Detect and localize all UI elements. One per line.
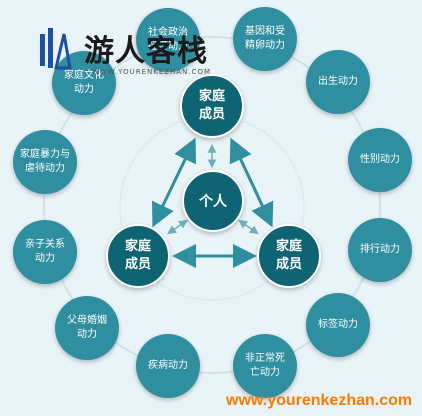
individual-node: 个人	[182, 170, 244, 232]
watermark-title: 游人客栈	[84, 34, 208, 69]
outer-node-label: 基因和受精卵动力	[245, 25, 285, 52]
outer-node-label: 家庭暴力与虐待动力	[20, 148, 70, 175]
family-member-left: 家庭成员	[106, 224, 170, 288]
outer-node-birth: 出生动力	[306, 50, 370, 114]
family-member-label: 家庭成员	[124, 239, 151, 272]
watermark-subtitle: WWW.YOURENKEZHAN.COM	[92, 68, 211, 76]
outer-node-label: 标签动力	[318, 318, 358, 330]
family-member-label: 家庭成员	[198, 89, 225, 122]
outer-node-label: 社会政治经济动力	[148, 26, 188, 53]
arrow-center-right	[238, 219, 259, 235]
family-member-right: 家庭成员	[257, 224, 321, 288]
arrow-top-right	[229, 137, 274, 228]
outer-ring	[43, 36, 381, 374]
family-member-label: 家庭成员	[275, 239, 302, 272]
outer-node-social-political: 社会政治经济动力	[136, 8, 200, 72]
outer-node-label: 排行动力	[360, 243, 400, 255]
outer-node-gender: 性别动力	[348, 128, 412, 192]
outer-node-label: 非正常死亡动力	[245, 352, 285, 379]
watermark-logo: 游人客栈 WWW.YOURENKEZHAN.COM	[30, 24, 220, 86]
outer-node-label-dynamics: 标签动力	[306, 293, 370, 357]
arrow-top-left	[151, 137, 197, 228]
outer-node-label: 出生动力	[318, 75, 358, 87]
outer-node-family-culture: 家庭文化动力	[52, 51, 116, 115]
outer-node-label: 家庭文化动力	[64, 69, 104, 96]
outer-node-label: 父母婚姻动力	[67, 314, 107, 341]
outer-node-parent-child: 亲子关系动力	[13, 220, 77, 284]
footer-url: www.yourenkezhan.com	[226, 392, 413, 409]
family-member-top: 家庭成员	[180, 74, 244, 138]
outer-node-birth-order: 排行动力	[348, 218, 412, 282]
outer-node-abnormal-death: 非正常死亡动力	[233, 334, 297, 398]
outer-node-label: 性别动力	[360, 153, 400, 165]
logo-mark-icon	[40, 28, 72, 70]
outer-node-label: 亲子关系动力	[25, 238, 65, 265]
outer-node-genetic: 基因和受精卵动力	[233, 7, 297, 71]
outer-node-domestic-violence: 家庭暴力与虐待动力	[13, 130, 77, 194]
arrow-center-left	[167, 219, 188, 235]
outer-node-illness: 疾病动力	[136, 334, 200, 398]
outer-node-parental-marriage: 父母婚姻动力	[55, 296, 119, 360]
outer-node-label: 疾病动力	[148, 359, 188, 371]
individual-label: 个人	[199, 194, 227, 210]
